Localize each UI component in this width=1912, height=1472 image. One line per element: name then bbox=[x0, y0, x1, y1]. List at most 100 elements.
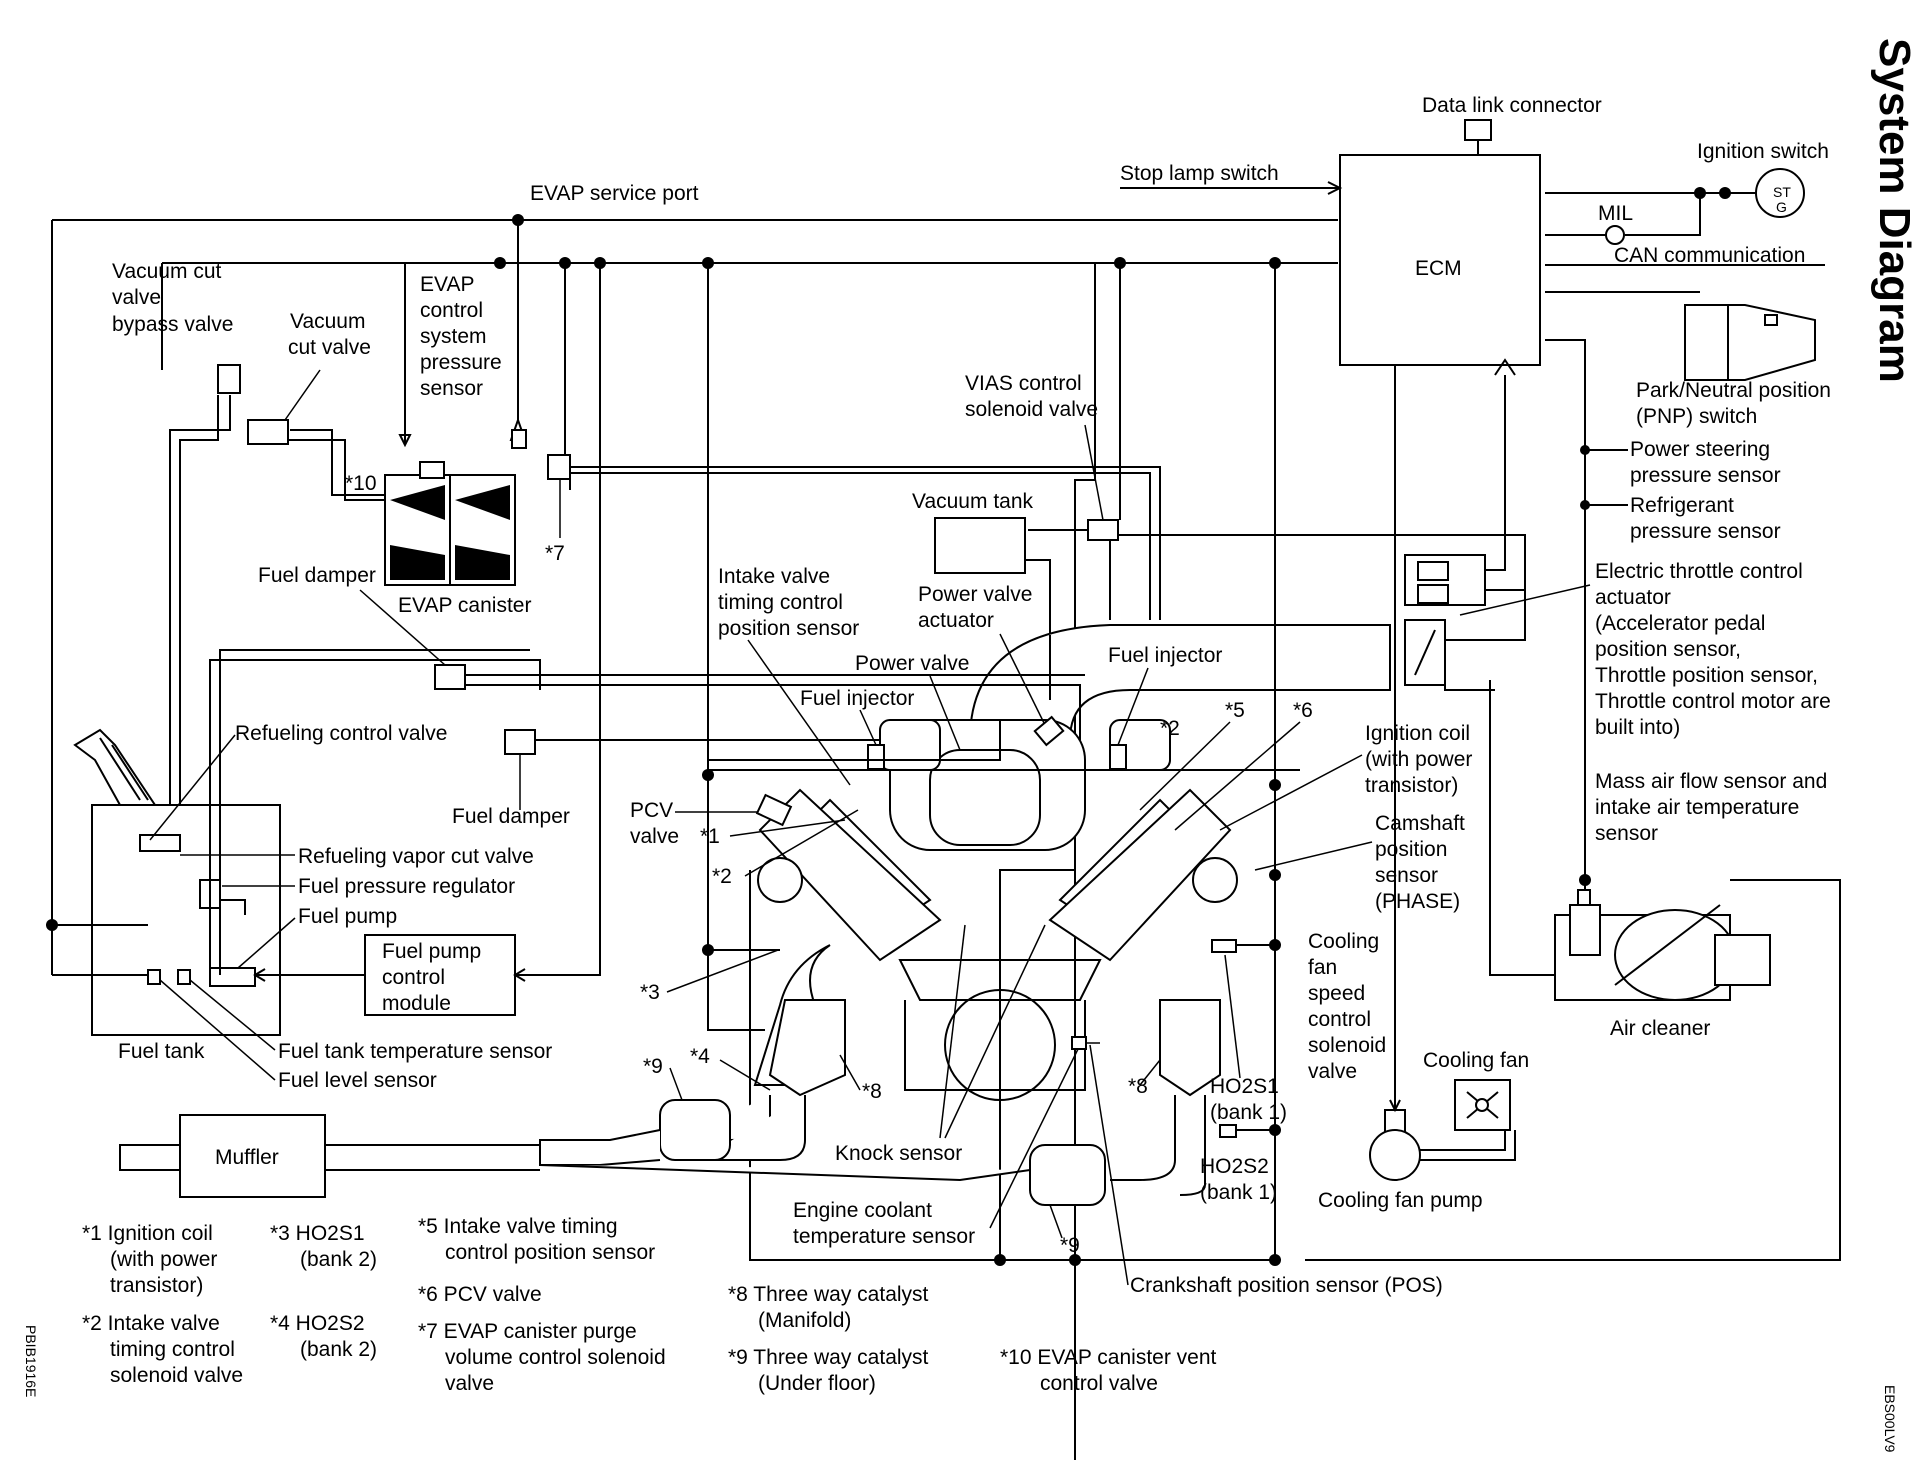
svg-text:*5 Intake valve timing: *5 Intake valve timing bbox=[418, 1215, 618, 1238]
callout-2: *2 bbox=[712, 865, 732, 888]
svg-text:(bank 1): (bank 1) bbox=[1210, 1101, 1287, 1124]
fuel-pump: Fuel pump bbox=[209, 649, 541, 987]
svg-text:transistor): transistor) bbox=[1365, 774, 1458, 797]
svg-text:*7 EVAP canister purge: *7 EVAP canister purge bbox=[418, 1320, 637, 1343]
svg-text:Air cleaner: Air cleaner bbox=[1610, 1017, 1710, 1040]
svg-text:G: G bbox=[1776, 199, 1787, 215]
svg-text:speed: speed bbox=[1308, 982, 1365, 1005]
svg-text:system: system bbox=[420, 325, 487, 348]
muffler: Muffler bbox=[119, 1114, 540, 1198]
svg-text:Engine coolant: Engine coolant bbox=[793, 1199, 932, 1222]
svg-text:pressure sensor: pressure sensor bbox=[1630, 464, 1781, 487]
electric-throttle-actuator: Electric throttle control actuator (Acce… bbox=[1404, 358, 1831, 739]
svg-text:(Under floor): (Under floor) bbox=[758, 1372, 876, 1395]
svg-text:Vacuum tank: Vacuum tank bbox=[912, 490, 1034, 513]
ecm-box: ECM bbox=[1339, 154, 1541, 366]
refueling-vapor-cut-valve bbox=[139, 834, 181, 852]
svg-text:VIAS control: VIAS control bbox=[965, 372, 1082, 395]
svg-text:pressure sensor: pressure sensor bbox=[1630, 520, 1781, 543]
svg-text:Fuel pump: Fuel pump bbox=[298, 905, 397, 928]
svg-text:module: module bbox=[382, 992, 451, 1015]
power-steering-label: Power steering bbox=[1630, 438, 1770, 461]
ignition-switch: ST G Ignition switch bbox=[1545, 140, 1829, 236]
svg-text:Fuel injector: Fuel injector bbox=[1108, 644, 1222, 667]
svg-text:Refueling control valve: Refueling control valve bbox=[235, 722, 447, 745]
svg-text:built into): built into) bbox=[1595, 716, 1680, 739]
data-link-connector-label: Data link connector bbox=[1422, 94, 1602, 117]
svg-text:control: control bbox=[382, 966, 445, 989]
svg-text:Fuel damper: Fuel damper bbox=[258, 564, 376, 587]
svg-text:*9 Three way catalyst: *9 Three way catalyst bbox=[728, 1346, 929, 1369]
mil-lamp: MIL bbox=[1545, 202, 1633, 245]
figure-code: PBIB1916E bbox=[23, 1325, 39, 1397]
callout-9b: *9 bbox=[1060, 1234, 1080, 1257]
svg-text:valve: valve bbox=[445, 1372, 494, 1395]
diagram-title: System Diagram bbox=[1870, 38, 1912, 383]
svg-text:Crankshaft position sensor (PO: Crankshaft position sensor (POS) bbox=[1130, 1274, 1443, 1297]
cooling-fan-valve: Cooling fan speed control solenoid valve bbox=[1308, 365, 1406, 1135]
svg-text:sensor: sensor bbox=[1375, 864, 1438, 887]
svg-text:Knock sensor: Knock sensor bbox=[835, 1142, 962, 1165]
callout-9a: *9 bbox=[643, 1055, 663, 1078]
svg-text:Intake valve: Intake valve bbox=[718, 565, 830, 588]
vacuum-cut-valve-bypass: Vacuum cut valve bypass valve bbox=[112, 260, 241, 394]
svg-text:Electric throttle control: Electric throttle control bbox=[1595, 560, 1803, 583]
vias-solenoid: VIAS control solenoid valve bbox=[965, 372, 1526, 640]
svg-text:(with power: (with power bbox=[1365, 748, 1472, 771]
callout-5: *5 bbox=[1225, 699, 1245, 722]
svg-text:Fuel tank temperature sensor: Fuel tank temperature sensor bbox=[278, 1040, 552, 1063]
power-valve-actuator-label: Power valve bbox=[918, 583, 1032, 606]
pnp-switch: Park/Neutral position (PNP) switch bbox=[1636, 304, 1831, 428]
stop-lamp-switch-label: Stop lamp switch bbox=[1120, 162, 1279, 185]
stop-lamp-switch: Stop lamp switch bbox=[1120, 162, 1343, 195]
svg-text:(bank 1): (bank 1) bbox=[1200, 1181, 1277, 1204]
svg-text:Throttle position sensor,: Throttle position sensor, bbox=[1595, 664, 1818, 687]
svg-text:Cooling fan: Cooling fan bbox=[1423, 1049, 1529, 1072]
purge-solenoid: *7 bbox=[545, 263, 1161, 620]
svg-text:sensor: sensor bbox=[1595, 822, 1658, 845]
svg-text:*7: *7 bbox=[545, 542, 565, 565]
svg-text:Fuel tank: Fuel tank bbox=[118, 1040, 205, 1063]
svg-text:valve: valve bbox=[1308, 1060, 1357, 1083]
svg-text:Fuel level sensor: Fuel level sensor bbox=[278, 1069, 437, 1092]
engine bbox=[757, 624, 1391, 1101]
svg-text:Park/Neutral position: Park/Neutral position bbox=[1636, 379, 1831, 402]
svg-text:*1 Ignition coil: *1 Ignition coil bbox=[82, 1222, 213, 1245]
svg-text:HO2S2: HO2S2 bbox=[1200, 1155, 1269, 1178]
svg-text:Fuel damper: Fuel damper bbox=[452, 805, 570, 828]
svg-text:position sensor: position sensor bbox=[718, 617, 859, 640]
svg-text:temperature sensor: temperature sensor bbox=[793, 1225, 975, 1248]
svg-text:HO2S1: HO2S1 bbox=[1210, 1075, 1279, 1098]
svg-text:control valve: control valve bbox=[1040, 1372, 1158, 1395]
svg-text:Ignition coil: Ignition coil bbox=[1365, 722, 1470, 745]
svg-text:Fuel pressure regulator: Fuel pressure regulator bbox=[298, 875, 515, 898]
svg-text:position: position bbox=[1375, 838, 1447, 861]
svg-text:*10 EVAP canister vent: *10 EVAP canister vent bbox=[1000, 1346, 1217, 1369]
ignition-switch-label: Ignition switch bbox=[1697, 140, 1829, 163]
can-label: CAN communication bbox=[1614, 244, 1805, 267]
svg-text:(Manifold): (Manifold) bbox=[758, 1309, 851, 1332]
svg-text:*3 HO2S1: *3 HO2S1 bbox=[270, 1222, 365, 1245]
svg-text:(with power: (with power bbox=[110, 1248, 217, 1271]
svg-text:bypass valve: bypass valve bbox=[112, 313, 233, 336]
svg-text:*6 PCV valve: *6 PCV valve bbox=[418, 1283, 542, 1306]
svg-text:*4 HO2S2: *4 HO2S2 bbox=[270, 1312, 365, 1335]
svg-text:control: control bbox=[420, 299, 483, 322]
exhaust-bank2 bbox=[539, 944, 846, 1166]
svg-text:EVAP: EVAP bbox=[420, 273, 474, 296]
cooling-fan: Cooling fan bbox=[1423, 1049, 1529, 1131]
svg-text:valve: valve bbox=[630, 825, 679, 848]
evap-canister: EVAP canister bbox=[384, 461, 531, 617]
svg-text:Cooling: Cooling bbox=[1308, 930, 1379, 953]
air-cleaner: Air cleaner Mass air flow sensor and int… bbox=[1305, 680, 1841, 1261]
svg-text:(bank 2): (bank 2) bbox=[300, 1338, 377, 1361]
fuel-injector-left: Fuel injector bbox=[800, 687, 914, 770]
svg-text:control position sensor: control position sensor bbox=[445, 1241, 655, 1264]
refrigerant-label: Refrigerant bbox=[1630, 494, 1734, 517]
fuel-pump-module: Fuel pump control module bbox=[253, 263, 601, 1016]
legend: *1 Ignition coil (with power transistor)… bbox=[82, 1215, 1217, 1395]
ecm-label: ECM bbox=[1415, 257, 1462, 280]
svg-text:solenoid valve: solenoid valve bbox=[110, 1364, 243, 1387]
svg-text:timing control: timing control bbox=[110, 1338, 235, 1361]
svg-text:*2: *2 bbox=[1160, 717, 1180, 740]
